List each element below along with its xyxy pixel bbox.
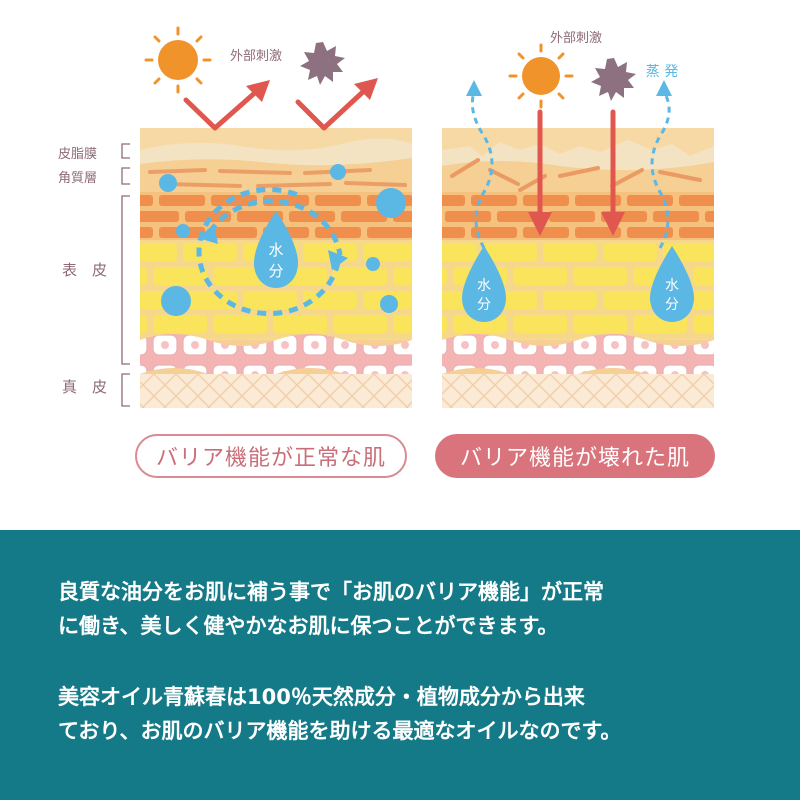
- water-bubble-icon: [380, 295, 398, 313]
- stimulus-icon: [300, 42, 345, 85]
- description-paragraph-2: 美容オイル青蘇春は100％天然成分・植物成分から出来 ており、お肌のバリア機能を…: [58, 680, 758, 748]
- circulation-loop: [196, 187, 343, 317]
- evaporation-label: 蒸 発: [646, 64, 678, 80]
- sebum-film-label: 皮脂膜: [58, 147, 97, 162]
- damaged-skin-caption: バリア機能が壊れた肌: [435, 434, 715, 478]
- dermis-label: 真 皮: [62, 378, 107, 396]
- skin-barrier-diagram: 水 分 外部刺激 皮脂膜 角質層 表 皮 真 皮: [58, 26, 714, 408]
- external-stimulus-label-right: 外部刺激: [550, 31, 602, 46]
- water-bubble-icon: [330, 164, 346, 180]
- water-drop-icon: 水 分: [462, 246, 506, 322]
- layer-brackets: [121, 143, 130, 407]
- dermis-layer: [140, 374, 412, 408]
- water-bubble-icon: [366, 257, 380, 271]
- sun-icon: [508, 43, 574, 109]
- paragraph-2-line-2: ており、お肌のバリア機能を助ける最適なオイルなのです。: [58, 719, 622, 743]
- water-label-1: 水: [268, 241, 283, 259]
- water-drop-icon: 水 分: [254, 211, 298, 288]
- evaporation-arrows: [470, 91, 671, 249]
- water-label-r1b: 分: [477, 297, 491, 313]
- description-panel: 良質な油分をお肌に補う事で「お肌のバリア機能」が正常 に働き、美しく健やかなお肌…: [0, 530, 800, 800]
- arrow-icon: [183, 87, 368, 131]
- paragraph-2-line-1: 美容オイル青蘇春は100％天然成分・植物成分から出来: [58, 685, 585, 709]
- description-paragraph-1: 良質な油分をお肌に補う事で「お肌のバリア機能」が正常 に働き、美しく健やかなお肌…: [58, 575, 758, 643]
- water-bubble-icon: [159, 174, 177, 192]
- arrow-icon: [537, 109, 616, 217]
- water-bubble-icon: [161, 286, 191, 316]
- sun-icon: [144, 26, 212, 94]
- water-label-r1a: 水: [477, 278, 491, 294]
- water-bubble-icon: [376, 188, 406, 218]
- stimulus-icon: [591, 58, 636, 101]
- stratum-corneum-label: 角質層: [58, 171, 97, 186]
- water-bubble-icon: [176, 224, 190, 238]
- water-label-r2a: 水: [665, 278, 679, 294]
- water-label-2: 分: [268, 262, 283, 280]
- paragraph-1-line-2: に働き、美しく健やかなお肌に保つことができます。: [58, 614, 559, 638]
- epidermis-label: 表 皮: [62, 261, 107, 279]
- external-stimulus-label-left: 外部刺激: [230, 49, 282, 64]
- normal-skin-caption: バリア機能が正常な肌: [135, 434, 407, 478]
- right-skin-panel: [442, 128, 714, 408]
- paragraph-1-line-1: 良質な油分をお肌に補う事で「お肌のバリア機能」が正常: [58, 580, 604, 604]
- water-drop-icon: 水 分: [650, 246, 694, 322]
- water-label-r2b: 分: [665, 297, 679, 313]
